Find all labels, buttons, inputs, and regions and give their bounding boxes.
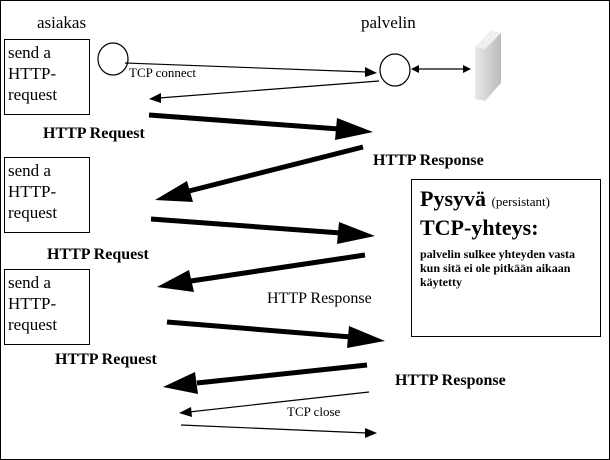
box-line: HTTP-: [8, 294, 57, 313]
http-response-label-1: HTTP Response: [373, 152, 484, 169]
tcp-close-arrow: [180, 424, 377, 438]
box-line: HTTP-: [8, 182, 57, 201]
client-label: asiakas: [37, 13, 87, 32]
http-request-label-2: HTTP Request: [47, 246, 149, 263]
send-request-box-2: send a HTTP- request: [4, 157, 90, 233]
note-title2: TCP-yhteys:: [420, 215, 539, 240]
note-title-line: Pysyvä (persistant): [420, 186, 592, 215]
send-request-box-1: send a HTTP- request: [4, 39, 90, 115]
box-line: HTTP-: [8, 64, 57, 83]
http-response-label-3: HTTP Response: [395, 372, 506, 389]
tcp-close-ack-arrow: [179, 391, 370, 417]
http-response-arrow-2: [157, 252, 366, 292]
http-response-arrow-3: [163, 362, 368, 394]
box-line: send a: [8, 161, 51, 180]
box-line: request: [8, 203, 58, 222]
http-request-arrow-2: [150, 216, 375, 244]
box-line: request: [8, 315, 58, 334]
persistent-connection-note: Pysyvä (persistant) TCP-yhteys: palvelin…: [411, 179, 601, 337]
tcp-close-label: TCP close: [287, 404, 341, 419]
server-node: [379, 53, 411, 87]
http-response-arrow-1: [155, 144, 364, 202]
note-title-sub: (persistant): [491, 194, 550, 209]
send-request-box-3: send a HTTP- request: [4, 269, 90, 345]
http-request-arrow-3: [166, 319, 385, 348]
server-storage-icon: [475, 31, 501, 101]
server-device-link: [411, 65, 471, 73]
http-response-label-2: HTTP Response: [267, 290, 372, 307]
http-request-label-1: HTTP Request: [43, 125, 145, 142]
box-line: send a: [8, 43, 51, 62]
http-request-arrow-1: [148, 112, 373, 140]
box-line: request: [8, 85, 58, 104]
note-body: palvelin sulkee yhteyden vasta kun sitä …: [420, 247, 576, 289]
server-label: palvelin: [361, 13, 416, 32]
http-request-label-3: HTTP Request: [55, 351, 157, 368]
tcp-connect-arrow: [124, 62, 377, 77]
tcp-connect-label: TCP connect: [129, 65, 197, 80]
tcp-connect-ack-arrow: [149, 80, 380, 103]
box-line: send a: [8, 273, 51, 292]
client-node: [97, 42, 129, 76]
note-title: Pysyvä: [420, 186, 486, 211]
